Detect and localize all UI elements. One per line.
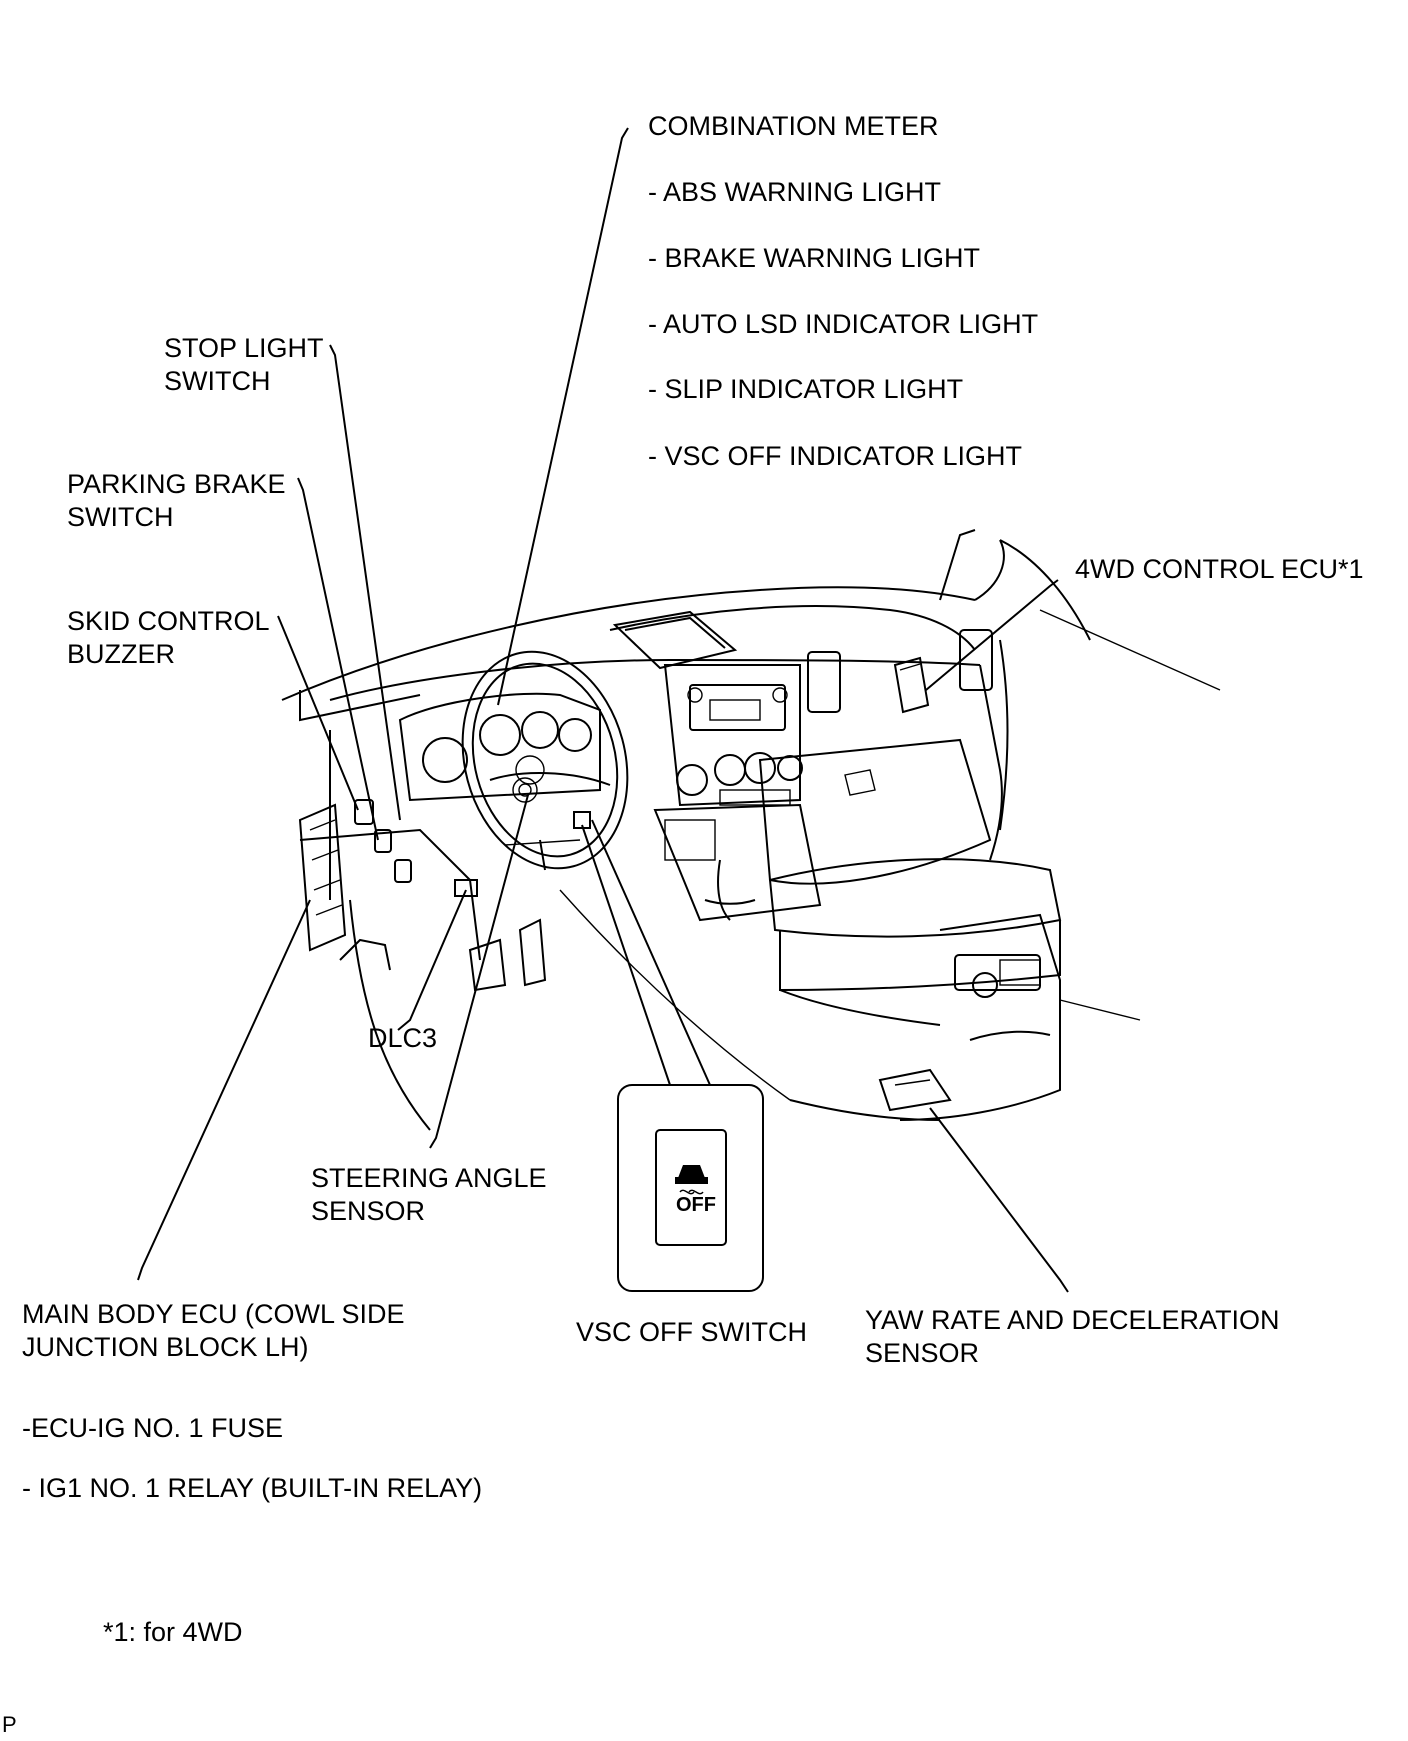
label-dlc3: DLC3: [368, 1023, 438, 1053]
leader-yaw-rate-sensor: [929, 1107, 1069, 1293]
label-4wd-control-ecu: 4WD CONTROL ECU*1: [1075, 554, 1364, 584]
leader-vsc-off-switch-b: [591, 819, 711, 1086]
label-parking-brake-switch: PARKING BRAKE SWITCH: [67, 469, 286, 532]
leader-parking-brake-switch: [297, 477, 379, 841]
corner-mark: P: [2, 1712, 17, 1737]
label-auto-lsd-indicator-light: - AUTO LSD INDICATOR LIGHT: [648, 309, 1039, 339]
leader-skid-control-buzzer: [277, 615, 359, 811]
footnote: *1: for 4WD: [103, 1617, 243, 1647]
label-ig1-relay: - IG1 NO. 1 RELAY (BUILT-IN RELAY): [22, 1473, 483, 1503]
leader-vsc-off-switch-a: [581, 824, 671, 1086]
label-vsc-off-indicator-light: - VSC OFF INDICATOR LIGHT: [648, 441, 1023, 471]
leader-dlc3: [397, 889, 467, 1031]
leader-main-body-ecu: [137, 899, 311, 1281]
skid-car-icon: [675, 1165, 708, 1195]
label-combination-meter: COMBINATION METER: [648, 111, 939, 141]
label-abs-warning-light: - ABS WARNING LIGHT: [648, 177, 942, 207]
label-steering-angle-sensor: STEERING ANGLE SENSOR: [311, 1163, 547, 1226]
label-brake-warning-light: - BRAKE WARNING LIGHT: [648, 243, 981, 273]
label-ecu-ig-fuse: -ECU-IG NO. 1 FUSE: [22, 1413, 284, 1443]
label-vsc-off-switch: VSC OFF SWITCH: [576, 1317, 807, 1347]
leader-stop-light-switch: [329, 344, 401, 821]
vsc-off-switch-callout: [617, 1084, 764, 1292]
label-skid-control-buzzer: SKID CONTROL BUZZER: [67, 606, 270, 669]
leader-steering-angle-sensor: [429, 794, 529, 1149]
leader-4wd-control-ecu: [925, 579, 1059, 691]
label-main-body-ecu: MAIN BODY ECU (COWL SIDE JUNCTION BLOCK …: [22, 1299, 405, 1362]
dashboard-outline: [281, 529, 1221, 1131]
switch-off-text: OFF: [676, 1194, 716, 1216]
label-stop-light-switch: STOP LIGHT SWITCH: [164, 333, 324, 396]
label-yaw-rate-sensor: YAW RATE AND DECELERATION SENSOR: [865, 1305, 1280, 1368]
label-slip-indicator-light: - SLIP INDICATOR LIGHT: [648, 374, 964, 404]
leader-combination-meter: [497, 127, 629, 706]
leader-lines: [137, 127, 1069, 1293]
